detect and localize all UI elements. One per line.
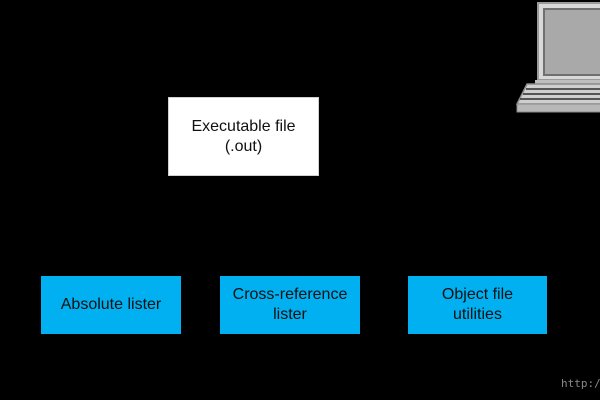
object-file-utilities-box: Object file utilities [408,276,547,334]
watermark-text: http:/ [561,377,600,390]
laptop-icon [515,2,600,113]
executable-file-box: Executable file (.out) [168,97,319,176]
cross-reference-lister-box: Cross-reference lister [220,276,360,334]
absolute-lister-box: Absolute lister [41,276,181,334]
